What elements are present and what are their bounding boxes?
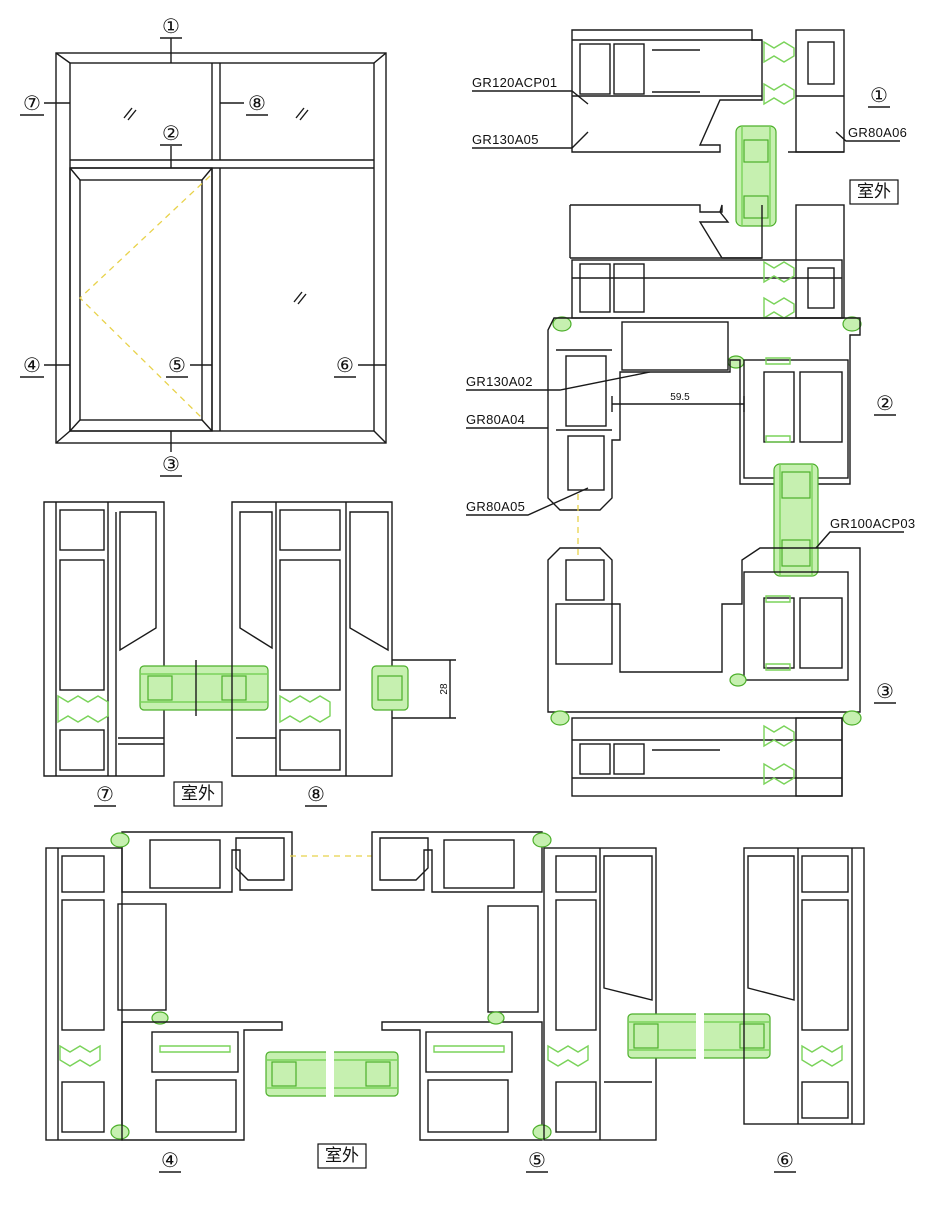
callout-6: ⑥ (336, 353, 354, 377)
callout-3: ③ (162, 452, 180, 476)
label-gr80a05: GR80A05 (466, 499, 525, 514)
section-7-8-profiles (43, 501, 456, 777)
dimension-59-5: 59.5 (670, 392, 690, 403)
callout-4: ④ (23, 353, 41, 377)
callout-7: ⑦ (23, 91, 41, 115)
callout-8: ⑧ (248, 91, 266, 115)
section-callout-6: ⑥ (776, 1148, 794, 1172)
window-elevation (44, 38, 387, 452)
dimension-28: 28 (439, 683, 450, 695)
label-gr120acp01: GR120ACP01 (472, 75, 557, 90)
callout-2: ② (162, 121, 180, 145)
elevation-callouts: ① ⑦ ⑧ ② ④ ⑤ ⑥ ③ (20, 14, 356, 477)
label-gr100acp03: GR100ACP03 (830, 516, 915, 531)
section-callout-5: ⑤ (528, 1148, 546, 1172)
label-gr130a05: GR130A05 (472, 132, 539, 147)
section-callout-3: ③ (876, 679, 894, 703)
vertical-section-labels: GR120ACP01 GR130A05 GR80A06 GR130A02 GR8… (466, 75, 915, 704)
section-callout-7: ⑦ (96, 782, 114, 806)
outside-box-bottom (317, 1143, 367, 1169)
section-callout-8: ⑧ (307, 782, 325, 806)
horizontal-section-labels: ④ 室外 ⑤ ⑥ (159, 1143, 796, 1173)
vertical-section-profiles (466, 29, 904, 797)
label-gr80a04: GR80A04 (466, 412, 525, 427)
callout-5: ⑤ (168, 353, 186, 377)
section-callout-4: ④ (161, 1148, 179, 1172)
outside-label-top: 室外 (857, 182, 891, 202)
section-callout-2: ② (876, 391, 894, 415)
label-gr80a06: GR80A06 (848, 125, 907, 140)
label-gr130a02: GR130A02 (466, 374, 533, 389)
section-7-8-labels: 28 ⑦ 室外 ⑧ (94, 683, 450, 807)
outside-label-mid: 室外 (181, 784, 215, 804)
outside-box (849, 179, 899, 205)
outside-box-mid (173, 781, 223, 807)
callout-1: ① (162, 14, 180, 38)
horizontal-section-profiles (45, 831, 865, 1141)
outside-label-bottom: 室外 (325, 1146, 359, 1166)
section-callout-1: ① (870, 83, 888, 107)
